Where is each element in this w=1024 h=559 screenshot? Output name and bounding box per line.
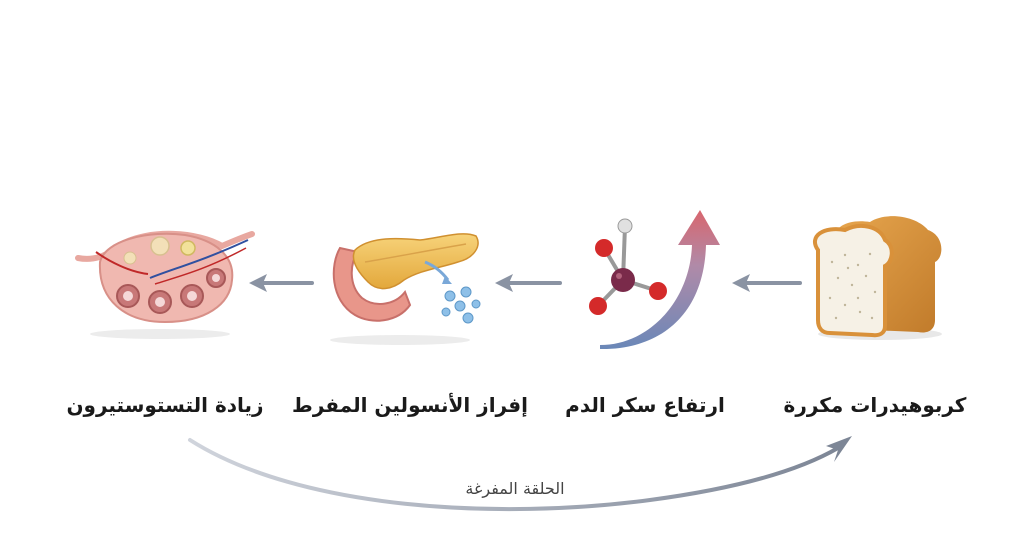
step-label-testosterone-increase: زيادة التستوستيرون	[66, 393, 264, 417]
loop-label: الحلقة المفرغة	[465, 479, 565, 498]
flow-arrow-1	[732, 274, 802, 292]
glucose-molecule-icon	[589, 218, 667, 315]
rise-arrow-icon	[600, 210, 720, 350]
step-label-blood-sugar-rise: ارتفاع سكر الدم	[565, 393, 725, 417]
ovary-icon	[75, 230, 255, 339]
loop-arrow	[188, 436, 852, 512]
step-label-refined-carbs: كربوهيدرات مكررة	[783, 393, 967, 417]
flow-arrow-2	[495, 274, 562, 292]
step-label-insulin-release: إفراز الأنسولين المفرط	[292, 393, 528, 417]
pancreas-icon	[330, 233, 481, 345]
flow-arrow-3	[249, 274, 314, 292]
bread-icon	[813, 216, 942, 340]
